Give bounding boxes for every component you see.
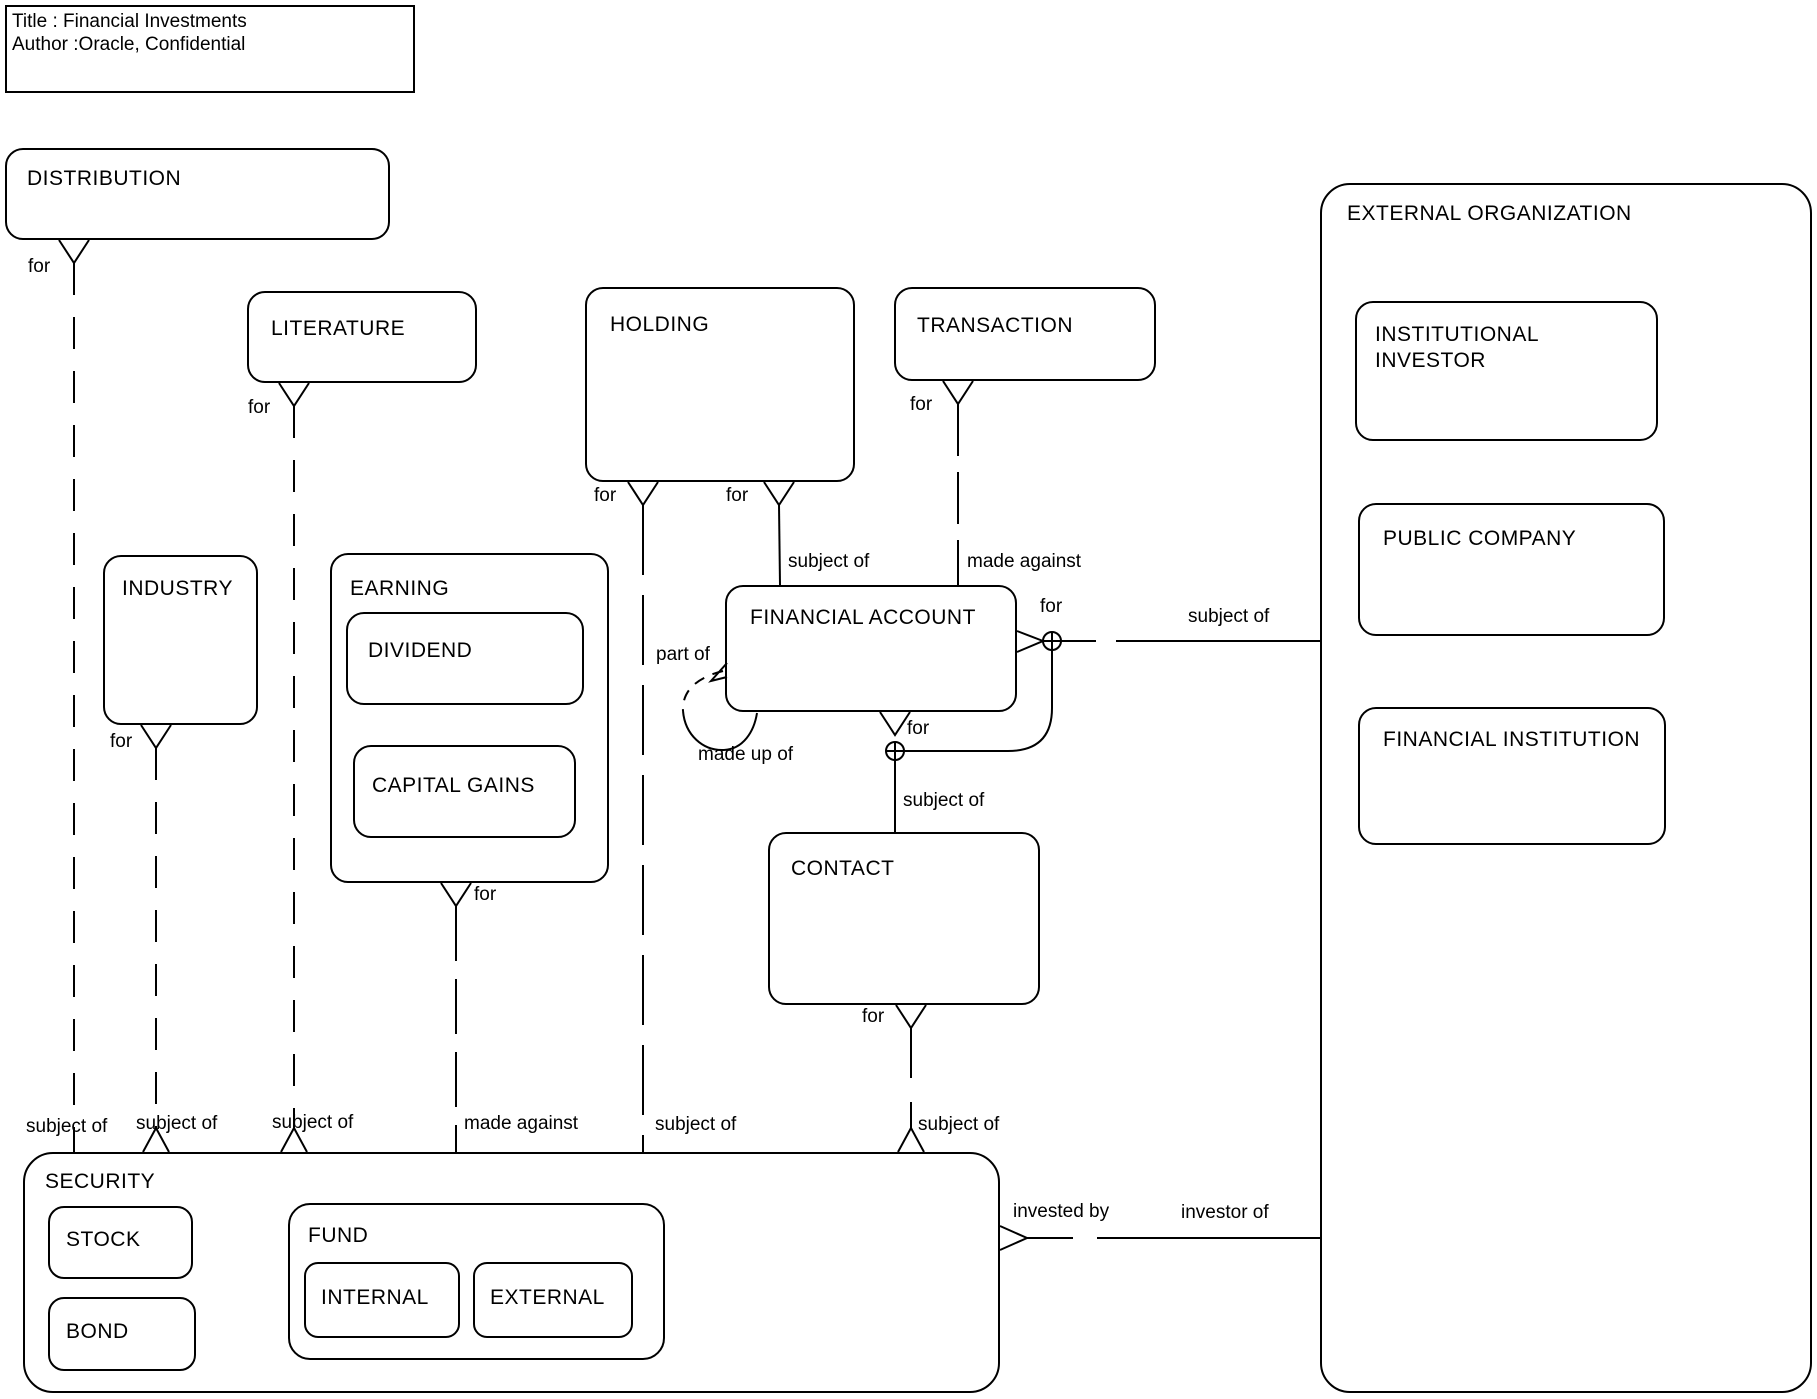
entity-earning-label: EARNING [350, 577, 450, 600]
rel-label-made-up-of: made up of [698, 744, 794, 765]
entity-industry-label: INDUSTRY [122, 577, 233, 600]
relationship-line [682, 710, 758, 752]
entity-contact[interactable]: CONTACT [768, 832, 1040, 1005]
relationship-financial-account-contact [879, 711, 911, 832]
entity-capital-gains-label: CAPITAL GAINS [372, 774, 535, 797]
relationship-line [778, 504, 781, 586]
rel-label-for: for [110, 731, 133, 752]
entity-distribution[interactable]: DISTRIBUTION [5, 148, 390, 240]
relationship-earning-security [440, 882, 472, 1152]
crow-foot-icon [142, 1125, 170, 1153]
entity-financial-institution[interactable]: FINANCIAL INSTITUTION [1358, 707, 1666, 845]
crow-foot-icon [280, 1125, 308, 1153]
entity-security-label: SECURITY [45, 1170, 156, 1193]
relationship-financial-account-recursive [681, 662, 758, 752]
crow-foot-icon [942, 380, 974, 406]
diagram-title-box: Title : Financial Investments Author :Or… [5, 5, 415, 93]
entity-contact-label: CONTACT [791, 857, 895, 880]
crow-foot-icon [58, 239, 90, 265]
relationship-financial-account-external-organization [1016, 630, 1320, 653]
rel-label-for: for [28, 256, 51, 277]
relationship-holding-financial-account [763, 481, 795, 586]
entity-holding[interactable]: HOLDING [585, 287, 855, 482]
rel-label-subject-of: subject of [918, 1114, 1000, 1135]
entity-financial-institution-label: FINANCIAL INSTITUTION [1383, 728, 1641, 751]
rel-label-part-of: part of [656, 644, 710, 665]
relationship-line [681, 670, 724, 712]
rel-label-for: for [594, 485, 617, 506]
relationship-contact-security [895, 1004, 927, 1153]
entity-internal-label: INTERNAL [321, 1286, 429, 1309]
crow-foot-icon [627, 481, 659, 507]
relationship-security-external-organization [999, 1225, 1320, 1251]
crow-foot-icon [897, 1125, 925, 1153]
relationship-transaction-financial-account [942, 380, 974, 585]
rel-label-for: for [907, 718, 930, 739]
crow-foot-icon [895, 1004, 927, 1030]
entity-literature-label: LITERATURE [271, 317, 406, 340]
entity-distribution-label: DISTRIBUTION [27, 167, 182, 190]
entity-external[interactable]: EXTERNAL [473, 1262, 633, 1338]
entity-public-company-label: PUBLIC COMPANY [1383, 527, 1577, 550]
entity-industry[interactable]: INDUSTRY [103, 555, 258, 725]
crow-foot-icon [278, 382, 310, 408]
entity-literature[interactable]: LITERATURE [247, 291, 477, 383]
entity-external-label: EXTERNAL [490, 1286, 605, 1309]
rel-label-for: for [248, 397, 271, 418]
rel-label-investor-of: investor of [1181, 1202, 1269, 1223]
rel-label-subject-of: subject of [788, 551, 870, 572]
rel-label-for: for [910, 394, 933, 415]
rel-label-subject-of: subject of [272, 1112, 354, 1133]
rel-label-subject-of: subject of [1188, 606, 1270, 627]
entity-holding-label: HOLDING [610, 313, 710, 336]
crow-foot-icon [999, 1225, 1030, 1251]
rel-label-invested-by: invested by [1013, 1201, 1110, 1222]
entity-capital-gains[interactable]: CAPITAL GAINS [353, 745, 576, 838]
entity-public-company[interactable]: PUBLIC COMPANY [1358, 503, 1665, 636]
rel-label-made-against: made against [464, 1113, 579, 1134]
entity-internal[interactable]: INTERNAL [304, 1262, 460, 1338]
entity-financial-account[interactable]: FINANCIAL ACCOUNT [725, 585, 1017, 712]
entity-transaction-label: TRANSACTION [917, 314, 1074, 337]
rel-label-for: for [474, 884, 497, 905]
rel-label-for: for [726, 485, 749, 506]
crow-foot-icon [763, 481, 795, 507]
relationship-distribution-security [58, 239, 90, 1152]
exclusive-arc [903, 650, 1053, 752]
rel-label-made-against: made against [967, 551, 1082, 572]
entity-transaction[interactable]: TRANSACTION [894, 287, 1156, 381]
crow-foot-icon [708, 662, 728, 683]
entity-dividend[interactable]: DIVIDEND [346, 612, 584, 705]
rel-label-subject-of: subject of [655, 1114, 737, 1135]
entity-external-organization-label: EXTERNAL ORGANIZATION [1347, 202, 1632, 225]
entity-stock[interactable]: STOCK [48, 1206, 193, 1279]
entity-institutional-investor[interactable]: INSTITUTIONAL INVESTOR [1355, 301, 1658, 441]
entity-dividend-label: DIVIDEND [368, 639, 473, 662]
crow-foot-icon [879, 711, 911, 737]
rel-label-subject-of: subject of [903, 790, 985, 811]
rel-label-subject-of: subject of [26, 1116, 108, 1137]
rel-label-for: for [1040, 596, 1063, 617]
rel-label-for: for [862, 1006, 885, 1027]
crow-foot-icon [140, 724, 172, 750]
relationship-literature-security [278, 382, 310, 1153]
entity-bond-label: BOND [66, 1320, 129, 1343]
entity-fund-label: FUND [308, 1224, 369, 1247]
relationship-holding-security [627, 481, 659, 1152]
crow-foot-icon [440, 882, 472, 908]
crow-foot-icon [1016, 630, 1046, 653]
diagram-title: Title : Financial Investments [12, 11, 247, 32]
diagram-author: Author :Oracle, Confidential [12, 34, 246, 55]
rel-label-subject-of: subject of [136, 1113, 218, 1134]
entity-institutional-investor-label: INSTITUTIONAL INVESTOR [1375, 323, 1539, 373]
entity-bond[interactable]: BOND [48, 1297, 196, 1371]
relationship-industry-security [140, 724, 172, 1153]
entity-stock-label: STOCK [66, 1228, 141, 1251]
entity-financial-account-label: FINANCIAL ACCOUNT [750, 606, 976, 629]
